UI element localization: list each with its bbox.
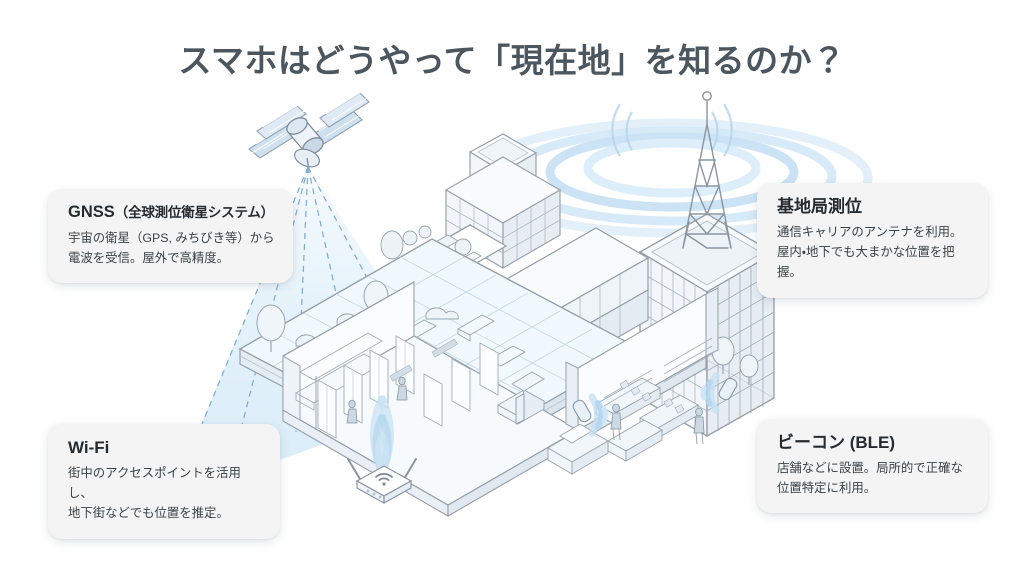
ble-beacon-left bbox=[572, 399, 592, 423]
cell-tower-wave-arcs bbox=[611, 103, 733, 157]
card-title-cell: 基地局測位 bbox=[777, 196, 970, 217]
callout-card-cell-tower[interactable]: 基地局測位 通信キャリアのアンテナを利用。 屋内・地下でも大まかな位置を把握。 bbox=[757, 183, 988, 298]
ble-beacon-right bbox=[718, 377, 738, 401]
plaza-trees bbox=[256, 280, 389, 438]
beacon-waves bbox=[588, 372, 720, 437]
wifi-router bbox=[347, 458, 417, 505]
callout-card-beacon[interactable]: ビーコン (BLE) 店舗などに設置。局所的で正確な 位置特定に利用。 bbox=[757, 419, 988, 514]
smartphone bbox=[515, 393, 525, 425]
card-title-gnss: GNSS（全球測位衛星システム） bbox=[68, 202, 275, 223]
card-body-beacon: 店舗などに設置。局所的で正確な 位置特定に利用。 bbox=[777, 461, 963, 496]
card-title-wifi: Wi-Fi bbox=[68, 437, 262, 458]
card-body-wifi: 街中のアクセスポイントを活用し、 地下街などでも位置を推定。 bbox=[68, 466, 241, 521]
page-title: スマホはどうやって「現在地」を知るのか？ bbox=[178, 42, 846, 79]
cell-tower bbox=[682, 91, 732, 249]
card-title-beacon: ビーコン (BLE) bbox=[777, 432, 970, 453]
card-title-sub: （全球測位衛星システム） bbox=[114, 205, 274, 220]
cell-tower-waves bbox=[471, 118, 873, 238]
card-body-gnss: 宇宙の衛星（GPS, みちびき等）から 電波を受信。屋外で高精度。 bbox=[68, 230, 275, 265]
card-title-main: ビーコン (BLE) bbox=[777, 433, 896, 452]
gps-satellite bbox=[248, 88, 373, 171]
callout-card-gnss[interactable]: GNSS（全球測位衛星システム） 宇宙の衛星（GPS, みちびき等）から 電波を… bbox=[48, 189, 293, 283]
card-title-main: 基地局測位 bbox=[777, 197, 862, 216]
callout-card-wifi[interactable]: Wi-Fi 街中のアクセスポイントを活用し、 地下街などでも位置を推定。 bbox=[48, 424, 280, 539]
card-body-cell: 通信キャリアのアンテナを利用。 屋内・地下でも大まかな位置を把握。 bbox=[777, 225, 963, 280]
card-title-main: GNSS bbox=[68, 203, 115, 221]
wifi-waves bbox=[370, 395, 394, 475]
support-columns bbox=[299, 366, 317, 430]
card-title-main: Wi-Fi bbox=[68, 438, 110, 457]
